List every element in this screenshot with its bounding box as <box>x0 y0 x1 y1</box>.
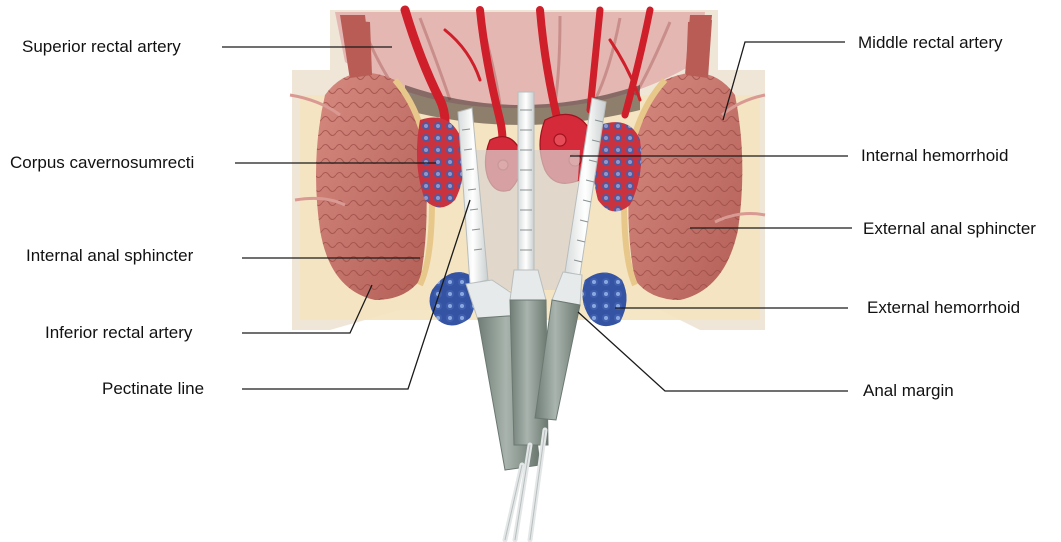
label-corpus-cavernosum-recti: Corpus cavernosumrecti <box>10 153 194 173</box>
label-internal-anal-sphincter: Internal anal sphincter <box>26 246 193 266</box>
label-anal-margin: Anal margin <box>863 381 954 401</box>
label-external-hemorrhoid: External hemorrhoid <box>867 298 1020 318</box>
label-superior-rectal-artery: Superior rectal artery <box>22 37 181 57</box>
label-pectinate-line: Pectinate line <box>102 379 204 399</box>
label-middle-rectal-artery: Middle rectal artery <box>858 33 1003 53</box>
label-external-anal-sphincter: External anal sphincter <box>863 219 1036 239</box>
label-internal-hemorrhoid: Internal hemorrhoid <box>861 146 1008 166</box>
label-inferior-rectal-artery: Inferior rectal artery <box>45 323 192 343</box>
